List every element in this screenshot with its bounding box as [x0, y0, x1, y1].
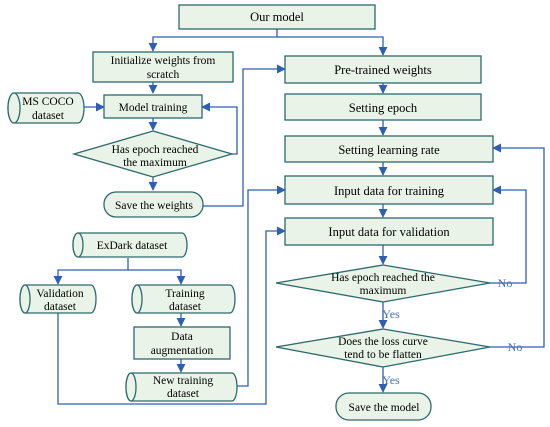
edge-check-loop — [201, 102, 238, 155]
edge-model-to-pretrained — [277, 36, 388, 56]
label-pretrained: Pre-trained weights — [334, 63, 432, 77]
edge-exdark-to-validation — [53, 258, 129, 285]
label-new-training-2: dataset — [167, 388, 200, 400]
label-validation-dataset-2: dataset — [44, 301, 77, 313]
label-new-training-1: New training — [153, 375, 214, 387]
edge-label-yes-1: Yes — [382, 307, 400, 321]
label-training-dataset-2: dataset — [169, 301, 202, 313]
label-setting-lr: Setting learning rate — [338, 143, 440, 157]
node-save-weights — [103, 191, 204, 218]
label-loss-check-2: tend to be flatten — [344, 349, 422, 361]
edge-label-yes-2: Yes — [382, 373, 400, 387]
node-setting-epoch — [284, 93, 482, 121]
label-ms-coco-2: dataset — [32, 110, 65, 122]
label-training-dataset-1: Training — [165, 288, 204, 300]
label-save-model: Save the model — [349, 402, 420, 414]
node-data-augmentation — [133, 326, 231, 360]
label-ms-coco-1: MS COCO — [22, 96, 73, 108]
connectors — [53, 29, 545, 405]
label-init-weights-2: scratch — [147, 69, 180, 81]
label-data-aug-1: Data — [171, 331, 193, 343]
edge-model-to-init — [148, 29, 278, 52]
node-new-training-dataset — [125, 372, 238, 402]
label-save-weights: Save the weights — [115, 200, 193, 212]
node-ms-coco — [7, 92, 85, 124]
node-setting-lr — [284, 135, 494, 163]
label-setting-epoch: Setting epoch — [349, 101, 418, 115]
node-exdark — [72, 232, 188, 258]
edge-new-to-train-input — [236, 185, 286, 387]
node-training-dataset — [131, 284, 236, 314]
label-init-weights-1: Initialize weights from — [111, 55, 216, 67]
edge-validation-to-val-input — [57, 226, 286, 405]
node-model-training — [103, 94, 203, 119]
edge-label-no-1: No — [498, 276, 513, 290]
label-epoch-check-left-2: the maximum — [123, 157, 187, 169]
node-input-validation — [284, 217, 494, 246]
label-exdark: ExDark dataset — [97, 240, 168, 252]
edge-no-to-lr — [490, 143, 545, 348]
node-epoch-check-left — [71, 130, 235, 178]
node-validation-dataset — [19, 284, 97, 314]
node-input-training — [284, 175, 494, 205]
label-loss-check-1: Does the loss curve — [338, 336, 428, 348]
node-pretrained — [284, 55, 482, 84]
node-save-model — [335, 392, 432, 421]
label-epoch-check-right-1: Has epoch reached the — [331, 272, 435, 284]
label-data-aug-2: augmentation — [151, 345, 214, 357]
label-epoch-check-right-2: maximum — [360, 285, 407, 297]
node-init-weights — [92, 51, 234, 83]
node-epoch-check-right — [275, 264, 491, 303]
edge-exdark-to-training — [128, 269, 186, 285]
node-loss-check — [275, 328, 491, 368]
label-model-training: Model training — [119, 102, 188, 114]
label-input-validation: Input data for validation — [328, 225, 450, 239]
edge-label-no-2: No — [508, 340, 523, 354]
label-epoch-check-left-1: Has epoch reached — [112, 144, 199, 156]
label-input-training: Input data for training — [334, 184, 445, 198]
edge-no-to-train — [490, 185, 527, 284]
label-validation-dataset-1: Validation — [36, 288, 84, 300]
node-our-model — [178, 4, 376, 30]
edge-save-to-pretrained — [203, 64, 286, 207]
label-our-model: Our model — [250, 10, 304, 24]
